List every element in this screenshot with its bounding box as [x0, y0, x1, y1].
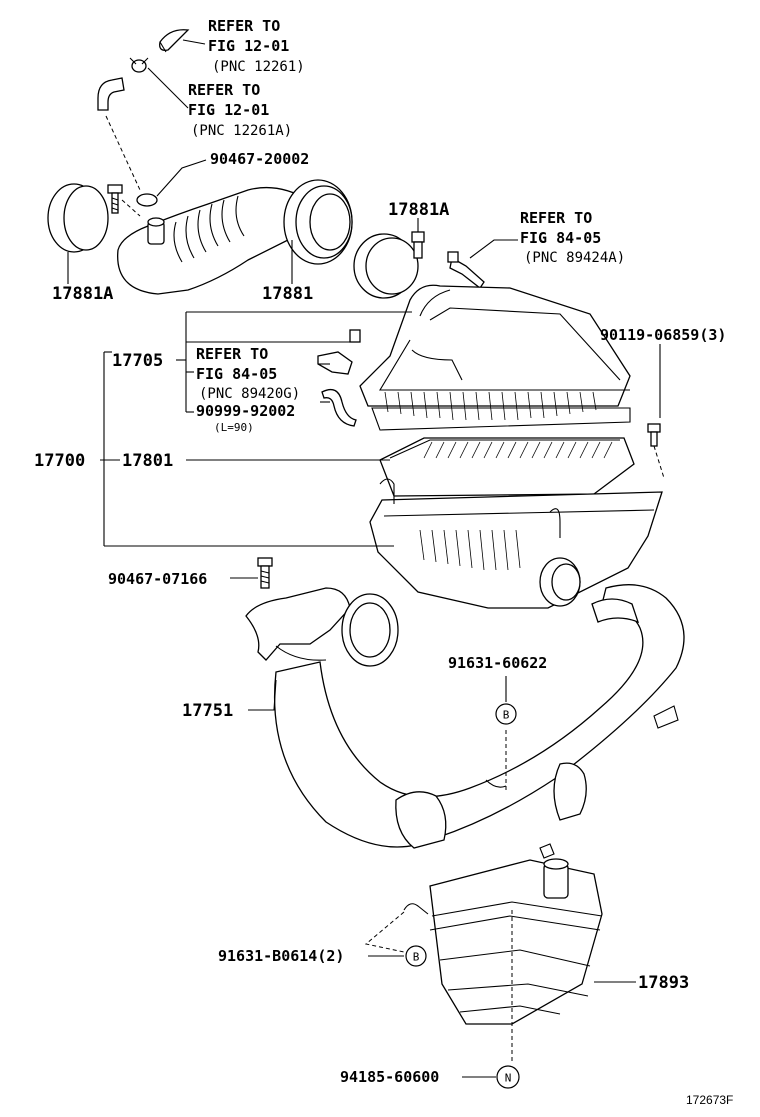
callout-refer-12-01-a[interactable]: REFER TO FIG 12-01 (PNC 12261): [208, 17, 305, 75]
refer-12-01-a-l2: FIG 12-01: [208, 37, 289, 55]
callout-refer-84-05-b[interactable]: REFER TO FIG 84-05 (PNC 89420G): [196, 345, 300, 402]
marker-n-label: N: [505, 1072, 512, 1085]
part-17881a-left[interactable]: 17881A: [52, 284, 113, 304]
marker-n: N: [496, 1065, 520, 1089]
part-90999-note: (L=90): [214, 421, 254, 434]
marker-b-lower: B: [405, 945, 427, 967]
leader-12261: [147, 67, 189, 109]
intake-hose-icon: [117, 179, 353, 295]
callout-refer-12-01-b[interactable]: REFER TO FIG 12-01 (PNC 12261A): [188, 81, 292, 139]
marker-b-upper-label: B: [503, 709, 510, 722]
marker-b-upper: B: [495, 703, 517, 725]
air-cleaner-cap-icon: [359, 284, 631, 431]
part-90999-92002[interactable]: 90999-92002: [196, 402, 295, 420]
refer-12-01-a-l3: (PNC 12261): [212, 59, 305, 75]
part-17700[interactable]: 17700: [34, 451, 85, 471]
air-cleaner-case-icon: [369, 478, 663, 609]
clamp-bolt-icon: [411, 231, 425, 259]
refer-12-01-b-l1: REFER TO: [188, 81, 260, 99]
refer-12-01-b-l3: (PNC 12261A): [191, 123, 292, 139]
refer-84-05-a-l1: REFER TO: [520, 209, 592, 227]
refer-84-05-b-l3: (PNC 89420G): [199, 386, 300, 402]
refer-84-05-b-l1: REFER TO: [196, 345, 268, 363]
sensor-89420g-icon: [317, 329, 361, 375]
callout-refer-84-05-a[interactable]: REFER TO FIG 84-05 (PNC 89424A): [520, 209, 625, 266]
refer-84-05-a-l3: (PNC 89424A): [524, 250, 625, 266]
bracket-17700: [100, 351, 394, 547]
refer-84-05-a-l2: FIG 84-05: [520, 229, 601, 247]
leader-17751: [248, 679, 277, 711]
refer-12-01-a-l1: REFER TO: [208, 17, 280, 35]
bracket-17705: [176, 311, 412, 413]
filter-element-icon: [379, 437, 635, 497]
part-90119-06859[interactable]: 90119-06859(3): [600, 326, 726, 344]
leader-90467-20002: [156, 159, 207, 197]
marker-b-lower-label: B: [413, 951, 420, 964]
bolt-90467-07166-icon: [257, 557, 273, 589]
part-91631-60622[interactable]: 91631-60622: [448, 654, 547, 672]
part-94185-60600[interactable]: 94185-60600: [340, 1068, 439, 1086]
part-17893[interactable]: 17893: [638, 973, 689, 993]
refer-84-05-b-l2: FIG 84-05: [196, 365, 277, 383]
resonator-17893-icon: [403, 843, 603, 1025]
part-17751[interactable]: 17751: [182, 701, 233, 721]
sensor-89424a-icon: [447, 251, 485, 289]
guide-line-b-lower: [364, 911, 405, 953]
part-17881a-right[interactable]: 17881A: [388, 200, 449, 220]
screw-90119-icon: [647, 423, 661, 447]
part-17705[interactable]: 17705: [112, 351, 163, 371]
refer-12-01-b-l2: FIG 12-01: [188, 101, 269, 119]
guide-line-screw: [653, 445, 665, 479]
washer-icon: [136, 193, 158, 207]
part-17801[interactable]: 17801: [122, 451, 173, 471]
leader-89424a: [469, 239, 518, 259]
elbow-hose-icon: [97, 77, 125, 111]
part-91631-b0614[interactable]: 91631-B0614(2): [218, 947, 344, 965]
hose-clamp-left-icon: [47, 183, 109, 253]
hose-clamp-right-icon: [353, 233, 419, 299]
part-17881[interactable]: 17881: [262, 284, 313, 304]
guide-line-elbow: [105, 115, 141, 191]
clip-part-icon: [129, 57, 149, 73]
intake-inlet-icon: [245, 587, 399, 667]
part-90467-07166[interactable]: 90467-07166: [108, 570, 207, 588]
leader-12261-a: [182, 39, 206, 45]
figure-id: 172673F: [686, 1093, 733, 1107]
hose-part-icon: [159, 29, 190, 53]
part-90467-20002[interactable]: 90467-20002: [210, 150, 309, 168]
air-duct-17751-icon: [273, 584, 685, 849]
bolt-90467-icon: [107, 184, 123, 214]
vacuum-hose-icon: [321, 388, 357, 427]
